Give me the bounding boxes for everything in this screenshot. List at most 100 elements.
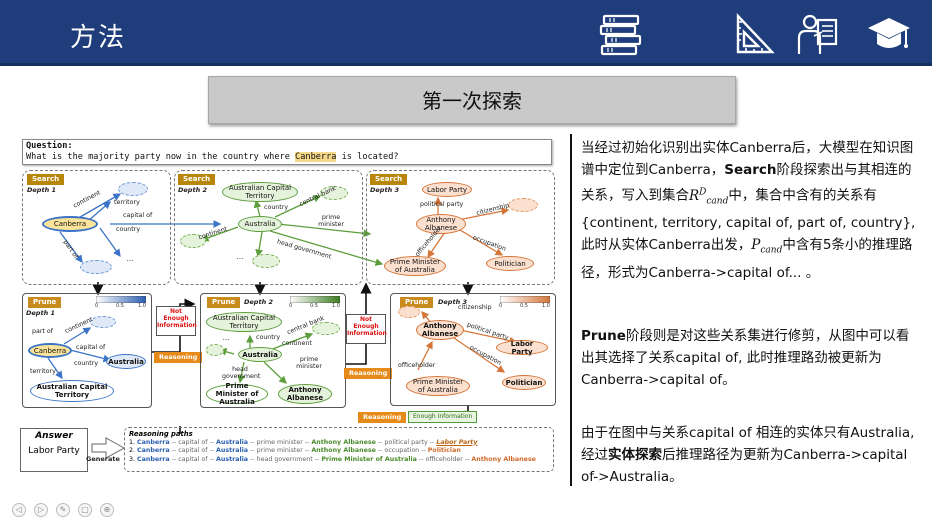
p1-r3: political party <box>384 438 428 446</box>
path-1: 1. Canberra -- capital of -- Australia -… <box>129 439 549 448</box>
node-politician-prune3: Politician <box>502 375 546 390</box>
question-before: What is the majority party now in the co… <box>26 152 296 162</box>
node-labor-party-prune3: Labor Party <box>496 340 548 356</box>
node-act-search: Australian Capital Territory <box>222 182 298 202</box>
prune-tag-1: Prune <box>28 297 62 308</box>
p2-r3: occupation <box>384 447 420 454</box>
math-r-sup: D <box>699 187 707 197</box>
p3-text-a: 由于在图中与关系capital of 相连的实体只有Australia, 经过 <box>581 425 915 463</box>
reasoning-tag-3: Reasoning <box>358 412 407 423</box>
question-after: is located? <box>336 152 399 162</box>
p1-s4: -- <box>304 438 310 446</box>
node-ghost-1 <box>118 182 148 196</box>
node-australia-search: Australia <box>238 216 282 232</box>
node-canberra-search: Canberra <box>42 216 98 232</box>
p3-r3: officeholder <box>425 455 463 463</box>
math-r: R <box>689 187 700 204</box>
p1-s5: -- <box>377 438 383 446</box>
graduation-cap-icon <box>868 18 910 48</box>
answer-title: Answer <box>35 431 73 441</box>
generate-label: Generate <box>86 455 120 463</box>
not-enough-2: Not Enough Information <box>346 314 387 344</box>
math-r-sub: cand <box>706 196 729 207</box>
zoom-button[interactable]: ⊕ <box>100 503 114 517</box>
node-albanese-search: Anthony Albanese <box>416 214 466 234</box>
node-ghost-8 <box>312 322 340 335</box>
p3-text-c: 后推理路径为更新为Canberra->capital of->Australia… <box>581 447 908 485</box>
question-highlight: Canberra <box>295 152 337 162</box>
prune-panel-depth1 <box>22 293 152 408</box>
p2-r1: capital of <box>178 447 208 454</box>
p2-s5: -- <box>377 447 383 454</box>
edge-head-government-p2: head government <box>222 366 261 380</box>
node-ghost-9 <box>206 344 224 356</box>
depth1-label-prune: Depth 1 <box>26 309 55 317</box>
reasoning-tag-1: Reasoning <box>154 352 203 363</box>
edge-political-party-3: political party <box>420 201 464 208</box>
p1-text-e: 中含有5条小的推理路径，形式为Canberra->capital of... 。 <box>581 237 913 281</box>
edge-citizenship-p3: citizenship <box>458 304 492 311</box>
prune-tag-2: Prune <box>207 297 241 308</box>
p3-s1: -- <box>171 455 177 463</box>
p2-n: 2. <box>129 447 136 454</box>
p3-s4: -- <box>314 455 320 463</box>
p1-a: Canberra <box>137 438 170 446</box>
node-act-prune2: Australian Capital Territory <box>206 312 282 332</box>
answer-value: Labor Party <box>28 446 80 456</box>
path-3: 3. Canberra -- capital of -- Australia -… <box>129 456 549 465</box>
p3-r2: head government <box>256 455 313 463</box>
edge-continent-p2: continent <box>282 340 312 347</box>
p1-c: Anthony Albanese <box>311 438 376 446</box>
node-ghost-6 <box>508 198 538 212</box>
prev-slide-button[interactable]: ◁ <box>12 503 26 517</box>
node-ghost-4 <box>180 234 206 248</box>
p1-s6: -- <box>429 438 435 446</box>
slide-title: 第一次探索 <box>208 76 736 124</box>
node-dots-1: ... <box>126 255 134 263</box>
node-pm-search: Prime Minister of Australia <box>384 256 446 276</box>
node-australia-prune1: Australia <box>106 354 146 369</box>
p1-text-c: 阶段探索出与其相连的关系，写入到集合 <box>581 162 912 204</box>
search-panel-depth3 <box>366 170 555 285</box>
p1-s3: -- <box>250 438 255 446</box>
p1-b: Australia <box>216 438 249 446</box>
p3-n: 3. <box>129 455 136 463</box>
edge-country-p2: country <box>256 334 281 341</box>
edge-prime-minister-p2: prime minister <box>296 356 322 370</box>
cbar1-mid: 0.5 <box>116 303 124 309</box>
header-title: 方法 <box>70 23 127 53</box>
cbar2-max: 1.0 <box>332 303 340 309</box>
node-albanese-prune3: Anthony Albanese <box>416 320 464 340</box>
p3-s3: -- <box>250 455 255 463</box>
node-australia-prune2: Australia <box>238 347 282 362</box>
prune-panel-depth3 <box>390 293 556 406</box>
answer-box: Answer Labor Party <box>20 428 88 472</box>
p2-s2: -- <box>209 447 214 454</box>
node-act-prune1: Australian Capital Territory <box>30 380 114 402</box>
edge-capital-of-1: capital of <box>123 212 153 219</box>
p2-b: Australia <box>216 447 249 454</box>
cbar2-min: 0 <box>289 303 293 309</box>
node-dots-3: ... <box>222 334 230 342</box>
p2-s3: -- <box>250 447 255 454</box>
depth2-label-prune: Depth 2 <box>244 298 273 306</box>
cbar3-mid: 0.5 <box>520 303 528 309</box>
p1-text-a: 当经过初始化识别出实体Canberra后，大模型在知识图谱中定位到Canberr… <box>581 140 914 178</box>
node-canberra-prune: Canberra <box>28 343 72 358</box>
colorbar-green <box>290 296 340 303</box>
pen-tool-button[interactable]: ✎ <box>56 503 70 517</box>
next-slide-button[interactable]: ▷ <box>34 503 48 517</box>
p3-a: Canberra <box>137 455 170 463</box>
node-ghost-7 <box>90 316 116 328</box>
edge-capital-of-p1: capital of <box>76 344 106 351</box>
view-button[interactable]: ▢ <box>78 503 92 517</box>
cbar1-min: 0 <box>95 303 99 309</box>
p1-s1: -- <box>171 438 177 446</box>
edge-country-1: country <box>116 226 141 233</box>
edge-territory-p1: territory <box>30 368 56 375</box>
node-ghost-3 <box>320 186 348 200</box>
paragraph-prune: Prune阶段则是对这些关系集进行修剪，从图中可以看出其选择了关系capital… <box>581 325 921 391</box>
prune-panel-depth2 <box>200 293 346 408</box>
colorbar-blue <box>96 296 146 303</box>
kg-exploration-figure: Question: What is the majority party now… <box>20 138 557 484</box>
